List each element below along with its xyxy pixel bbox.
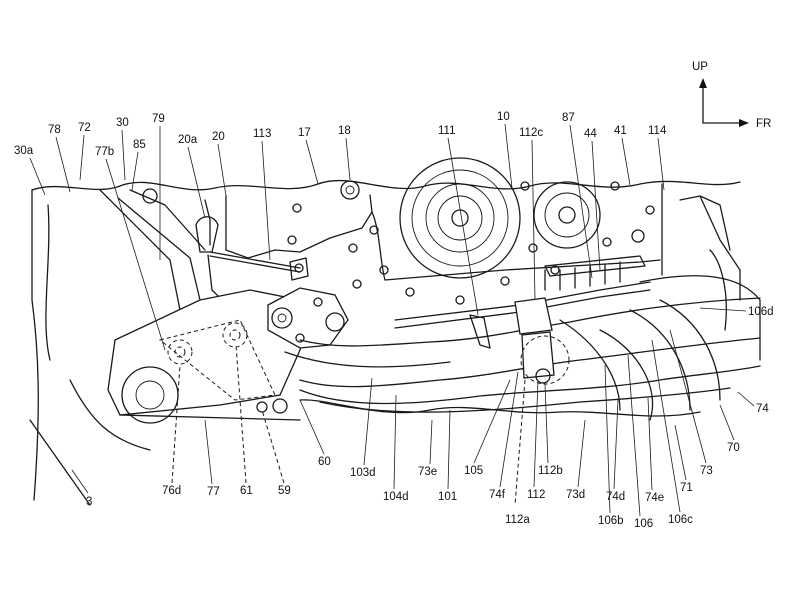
label-106d: 106d (748, 306, 774, 318)
label-60: 60 (318, 456, 331, 468)
label-41: 41 (614, 125, 627, 137)
label-20: 20 (212, 131, 225, 143)
label-73d: 73d (566, 489, 585, 501)
label-10: 10 (497, 111, 510, 123)
fuel-rail (394, 255, 651, 349)
label-72: 72 (78, 122, 91, 134)
label-70: 70 (727, 442, 740, 454)
label-101: 101 (438, 491, 457, 503)
up-arrow-icon (699, 78, 707, 88)
label-106c: 106c (668, 514, 693, 526)
label-78: 78 (48, 124, 61, 136)
front-arrow-icon (739, 119, 749, 127)
label-113: 113 (253, 128, 271, 140)
label-106: 106 (634, 518, 653, 530)
label-112b: 112b (538, 465, 563, 477)
label-73e: 73e (418, 466, 437, 478)
label-30a: 30a (14, 145, 34, 157)
label-85: 85 (133, 139, 146, 151)
label-30: 30 (116, 117, 129, 129)
label-59: 59 (278, 485, 291, 497)
reference-labels: 30a 78 72 30 79 77b 85 20a 20 113 17 18 … (14, 111, 774, 530)
label-74e: 74e (645, 492, 664, 504)
label-74: 74 (756, 403, 769, 415)
label-104d: 104d (383, 491, 409, 503)
label-114: 114 (648, 125, 667, 137)
front-label: FR (756, 118, 771, 130)
shift-linkage (209, 251, 349, 349)
label-79: 79 (152, 113, 165, 125)
label-112c: 112c (519, 127, 543, 139)
up-label: UP (692, 61, 708, 73)
label-74d: 74d (606, 491, 625, 503)
orientation-indicator: UP FR (692, 61, 771, 130)
label-111: 111 (438, 125, 455, 137)
label-44: 44 (584, 128, 597, 140)
label-76d: 76d (162, 485, 181, 497)
label-112a: 112a (505, 514, 530, 526)
label-77b: 77b (95, 146, 114, 158)
label-74f: 74f (489, 489, 506, 501)
label-106b: 106b (598, 515, 624, 527)
label-61: 61 (240, 485, 253, 497)
label-105: 105 (464, 465, 483, 477)
sensor-clamp (514, 297, 570, 506)
frame-left (29, 188, 221, 506)
step-bracket (107, 289, 311, 424)
label-77: 77 (207, 486, 220, 498)
label-71: 71 (680, 482, 693, 494)
exhaust-pipes (284, 195, 761, 421)
label-103d: 103d (350, 467, 376, 479)
label-20a: 20a (178, 134, 198, 146)
label-3: 3 (86, 496, 92, 508)
label-17: 17 (298, 127, 311, 139)
label-87: 87 (562, 112, 575, 124)
label-112: 112 (527, 489, 545, 501)
label-73: 73 (700, 465, 713, 477)
label-18: 18 (338, 125, 351, 137)
